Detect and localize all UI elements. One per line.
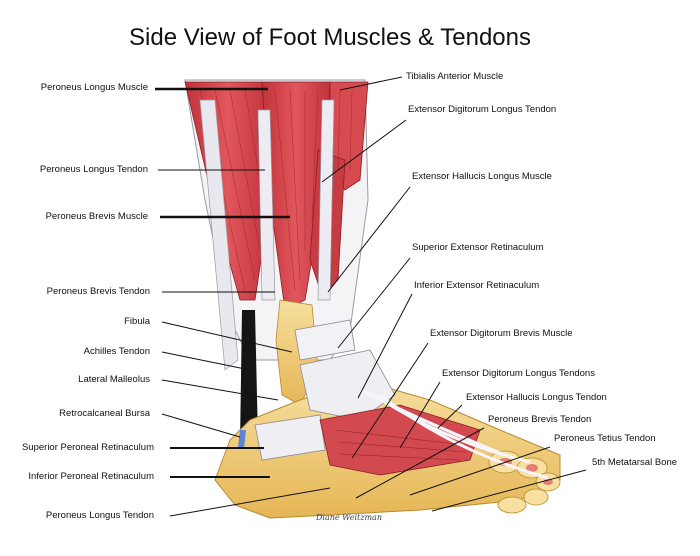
label-extensor-hallucis-longus-muscle: Extensor Hallucis Longus Muscle: [412, 171, 552, 182]
label-5th-metatarsal-bone: 5th Metatarsal Bone: [592, 457, 678, 468]
label-lateral-malleolus: Lateral Malleolus: [78, 374, 150, 385]
leader-lines-right: [321, 76, 587, 512]
leader-lines-left: [155, 87, 331, 517]
label-peroneus-longus-tendon-foot: Peroneus Longus Tendon: [45, 510, 154, 521]
label-retrocalcaneal-bursa: Retrocalcaneal Bursa: [59, 408, 150, 419]
label-peroneus-longus-muscle: Peroneus Longus Muscle: [40, 82, 148, 93]
label-superior-peroneal-retinaculum: Superior Peroneal Retinaculum: [21, 442, 154, 453]
artist-signature: Diane Weitzman: [316, 513, 382, 522]
label-peroneus-brevis-tendon: Peroneus Brevis Tendon: [46, 286, 150, 297]
edl-tendon-band: [317, 99, 335, 301]
label-achilles-tendon: Achilles Tendon: [83, 346, 150, 357]
achilles-band: [199, 99, 239, 371]
label-extensor-digitorum-longus-tendon: Extensor Digitorum Longus Tendon: [408, 104, 557, 115]
label-extensor-hallucis-longus-tendon: Extensor Hallucis Longus Tendon: [466, 392, 607, 403]
inferior-extensor-retinaculum: [299, 349, 396, 421]
label-peroneus-tetius-tendon: Peroneus Tetius Tendon: [554, 433, 656, 444]
label-extensor-digitorum-longus-tendons: Extensor Digitorum Longus Tendons: [442, 368, 595, 379]
label-tibialis-anterior-muscle: Tibialis Anterior Muscle: [406, 71, 504, 82]
label-inferior-extensor-retinaculum: Inferior Extensor Retinaculum: [414, 280, 540, 291]
peroneus-longus-tendon-band: [257, 109, 276, 301]
label-extensor-digitorum-brevis-muscle: Extensor Digitorum Brevis Muscle: [430, 328, 573, 339]
ext-digitorum-brevis-muscle: [319, 404, 481, 476]
label-peroneus-longus-tendon: Peroneus Longus Tendon: [39, 164, 148, 175]
label-superior-extensor-retinaculum: Superior Extensor Retinaculum: [412, 242, 544, 253]
diagram-title: Side View of Foot Muscles & Tendons: [129, 24, 531, 51]
achilles-shadow: [240, 310, 258, 445]
label-peroneus-brevis-tendon-foot: Peroneus Brevis Tendon: [488, 414, 592, 425]
label-fibula: Fibula: [124, 316, 150, 327]
label-peroneus-brevis-muscle: Peroneus Brevis Muscle: [45, 211, 148, 222]
superior-extensor-retinaculum: [294, 319, 356, 361]
label-inferior-peroneal-retinaculum: Inferior Peroneal Retinaculum: [28, 471, 154, 482]
